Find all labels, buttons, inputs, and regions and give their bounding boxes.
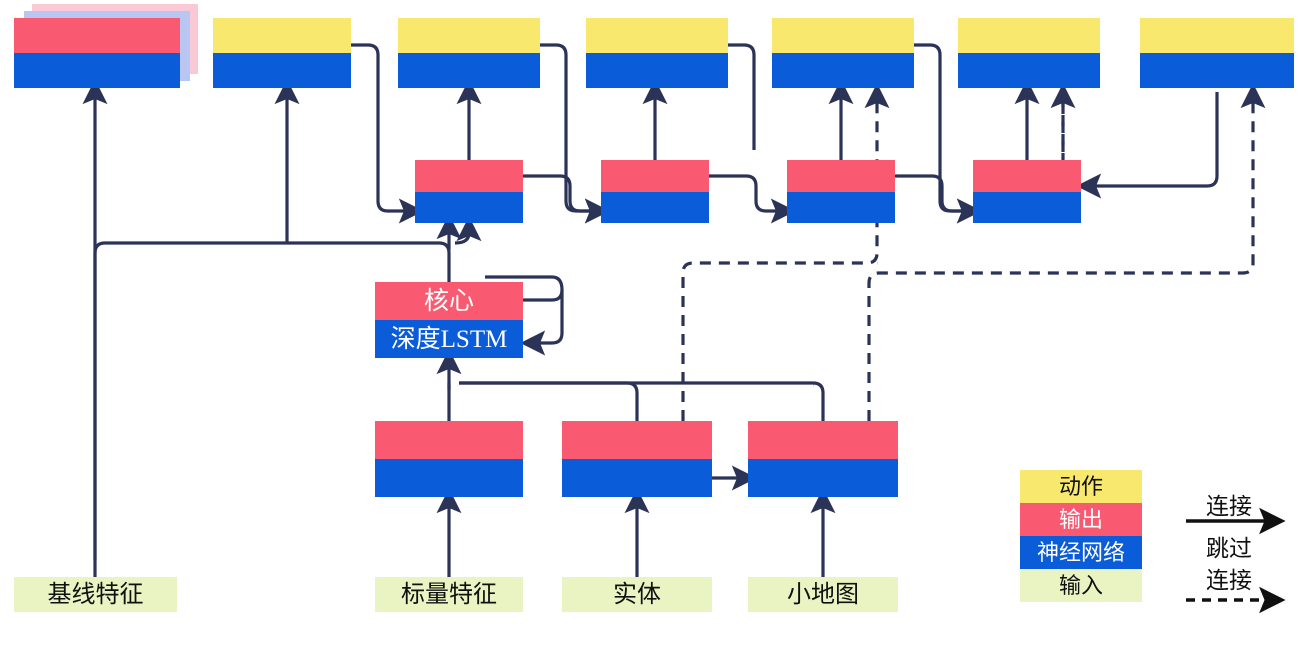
embedding-emb1-network — [415, 191, 523, 223]
output-head-value-network — [14, 53, 180, 88]
output-head-queue-network — [586, 53, 728, 88]
core-core-label: 核心 — [375, 282, 523, 320]
embedding-emb3-label — [787, 160, 895, 192]
output-head-value[interactable] — [14, 18, 180, 88]
embedding-emb1-label — [415, 160, 523, 192]
legend-swatch-output: 输出 — [1020, 503, 1142, 536]
embedding-emb3-network — [787, 191, 895, 223]
output-head-queue-label — [586, 18, 728, 53]
legend-skip-label-1: 跳过 — [1206, 536, 1252, 561]
encoder-spatial_enc-label — [748, 421, 898, 459]
output-head-action_type-label — [213, 18, 351, 53]
output-head-target_point-network — [1140, 53, 1294, 88]
core-core-network: 深度LSTM — [375, 320, 523, 358]
legend-skip-label-2: 连接 — [1206, 568, 1252, 593]
input-minimap[interactable]: 小地图 — [748, 577, 898, 612]
output-head-value-label — [14, 18, 180, 53]
output-head-target_unit-label — [958, 18, 1100, 53]
embedding-emb2-network — [601, 191, 709, 223]
input-entities[interactable]: 实体 — [562, 577, 712, 612]
output-head-target_unit-network — [958, 53, 1100, 88]
output-head-action_type-network — [213, 53, 351, 88]
embedding-emb4[interactable] — [973, 160, 1081, 223]
embedding-emb4-network — [973, 191, 1081, 223]
output-head-target_unit[interactable] — [958, 18, 1100, 88]
encoder-entity_enc-network — [562, 459, 712, 497]
encoder-entity_enc-label — [562, 421, 712, 459]
input-scalar_features[interactable]: 标量特征 — [375, 577, 523, 612]
legend-swatch-network: 神经网络 — [1020, 536, 1142, 569]
output-head-delay-label — [398, 18, 540, 53]
embedding-emb2[interactable] — [601, 160, 709, 223]
core-core[interactable]: 核心深度LSTM — [375, 282, 523, 358]
encoder-spatial_enc[interactable] — [748, 421, 898, 497]
input-baseline_features[interactable]: 基线特征 — [14, 577, 177, 612]
embedding-emb1[interactable] — [415, 160, 523, 223]
output-head-target_point[interactable] — [1140, 18, 1294, 88]
encoder-scalar_enc[interactable] — [375, 421, 523, 497]
legend-swatch-action: 动作 — [1020, 470, 1142, 503]
output-head-target_point-label — [1140, 18, 1294, 53]
output-head-delay-network — [398, 53, 540, 88]
output-head-delay[interactable] — [398, 18, 540, 88]
embedding-emb2-label — [601, 160, 709, 192]
encoder-spatial_enc-network — [748, 459, 898, 497]
legend-swatch-input: 输入 — [1020, 569, 1142, 602]
output-head-queue[interactable] — [586, 18, 728, 88]
encoder-scalar_enc-label — [375, 421, 523, 459]
encoder-entity_enc[interactable] — [562, 421, 712, 497]
embedding-emb4-label — [973, 160, 1081, 192]
output-head-selected-network — [772, 53, 914, 88]
encoder-scalar_enc-network — [375, 459, 523, 497]
output-head-selected[interactable] — [772, 18, 914, 88]
embedding-emb3[interactable] — [787, 160, 895, 223]
output-head-action_type[interactable] — [213, 18, 351, 88]
legend-connection-label: 连接 — [1206, 494, 1252, 519]
output-head-selected-label — [772, 18, 914, 53]
